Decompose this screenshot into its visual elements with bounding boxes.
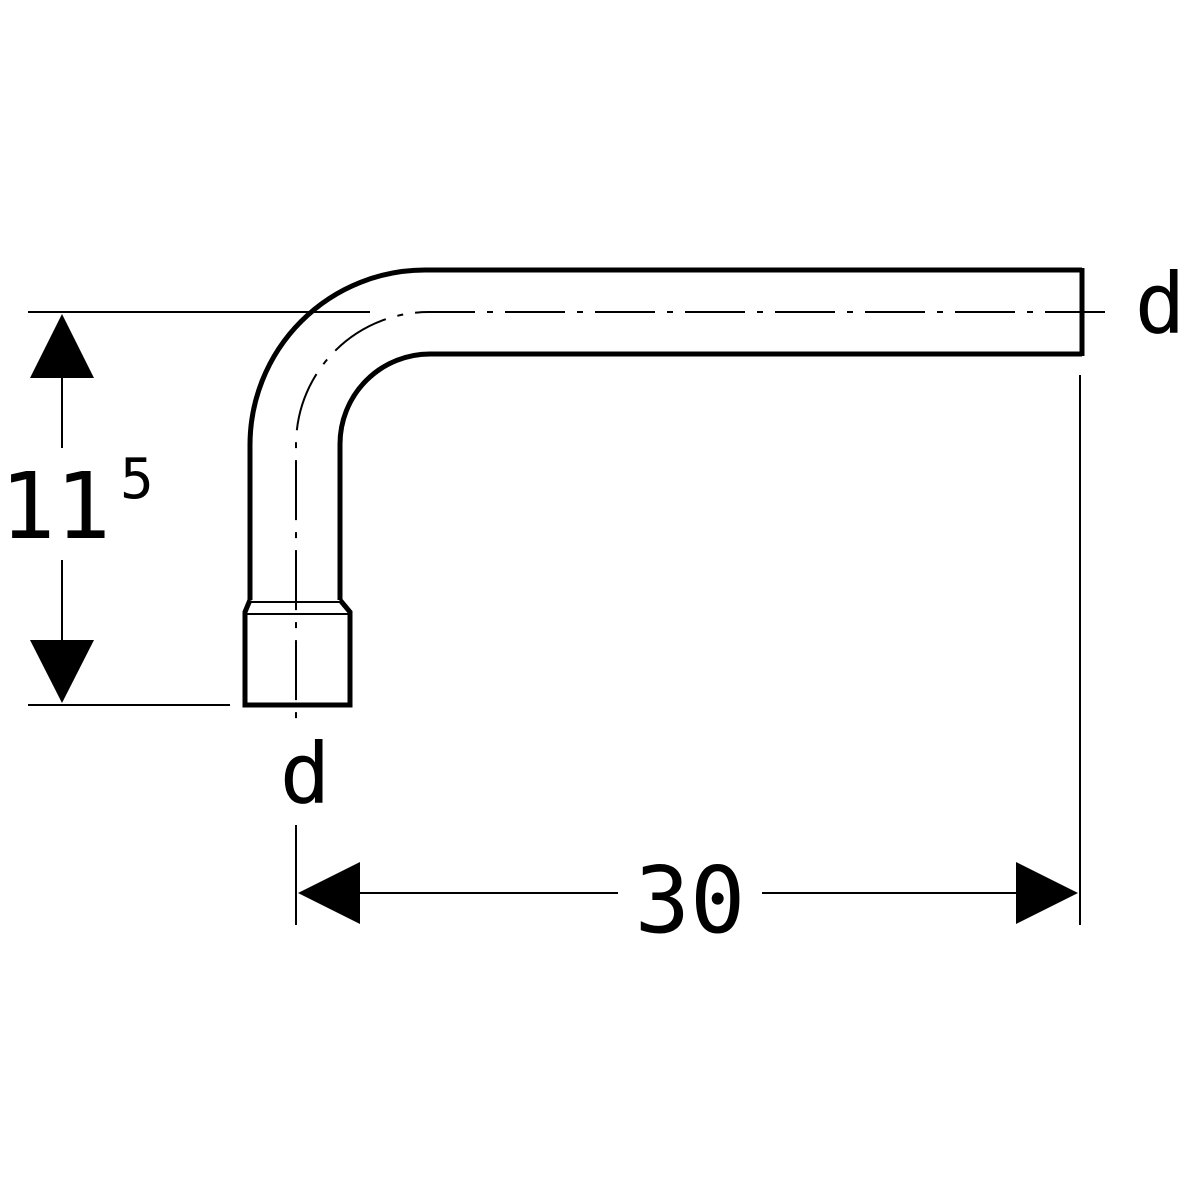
- arrow-up-icon: [30, 314, 94, 378]
- pipe-outer-edge: [247, 267, 1082, 600]
- pipe-inner-edge: [337, 351, 1082, 600]
- arrow-left-icon: [298, 862, 360, 924]
- arrow-down-icon: [30, 640, 94, 703]
- pipe-centerline: [295, 310, 1105, 722]
- height-dimension: 11 5: [0, 311, 370, 706]
- length-label: 30: [635, 847, 746, 954]
- height-superscript: 5: [120, 447, 154, 512]
- diameter-label-right: d: [1135, 255, 1186, 353]
- diameter-label-bottom: d: [280, 725, 331, 823]
- height-label: 11: [0, 453, 111, 560]
- socket-fitting: [242, 598, 353, 708]
- pipe-outline: [247, 267, 1085, 600]
- centerlines: [295, 310, 1105, 722]
- socket-outline: [242, 598, 353, 708]
- length-dimension: 30: [295, 375, 1081, 954]
- arrow-right-icon: [1016, 862, 1078, 924]
